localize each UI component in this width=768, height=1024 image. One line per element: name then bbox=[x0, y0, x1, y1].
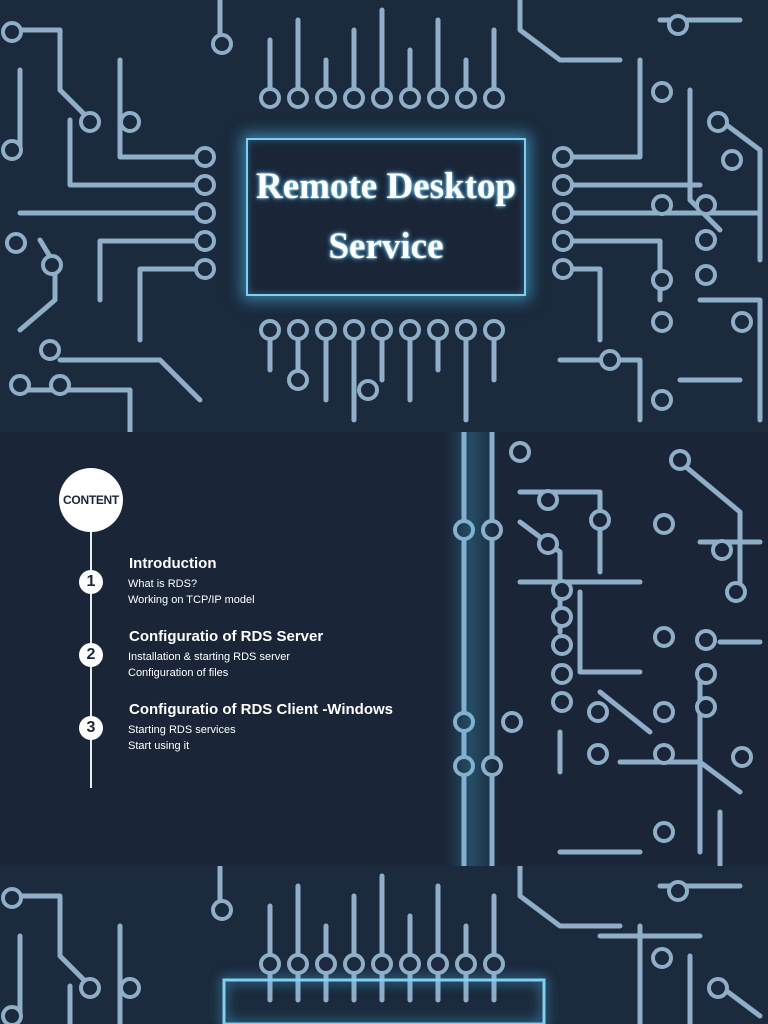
section-number-1: 1 bbox=[79, 570, 103, 594]
section-item-1-2: Working on TCP/IP model bbox=[128, 594, 255, 606]
section-item-1-1: What is RDS? bbox=[128, 578, 198, 590]
glow-strip bbox=[446, 432, 500, 866]
contents-slide bbox=[0, 432, 768, 866]
partial-next-slide bbox=[0, 866, 768, 1024]
section-item-3-1: Starting RDS services bbox=[128, 724, 236, 736]
section-item-2-2: Configuration of files bbox=[128, 667, 229, 679]
content-badge-label: CONTENT bbox=[63, 493, 119, 507]
title-slide: Remote Desktop Service bbox=[0, 0, 768, 432]
section-number-3: 3 bbox=[79, 716, 103, 740]
content-badge: CONTENT bbox=[59, 468, 123, 532]
section-title-3: Configuratio of RDS Client -Windows bbox=[129, 701, 394, 718]
section-item-3-2: Start using it bbox=[128, 740, 190, 752]
circuit-board-background bbox=[1, 0, 763, 432]
section-title-1: Introduction bbox=[129, 555, 217, 572]
section-title-2: Configuratio of RDS Server bbox=[129, 628, 324, 645]
section-number-2: 2 bbox=[79, 643, 103, 667]
circuit-board-background bbox=[1, 866, 763, 1024]
section-item-2-1: Installation & starting RDS server bbox=[128, 651, 291, 663]
slide-title: Remote Desktop Service bbox=[256, 166, 516, 267]
circuit-board-background bbox=[453, 432, 763, 866]
title-chip-box: Remote Desktop Service bbox=[246, 138, 526, 296]
